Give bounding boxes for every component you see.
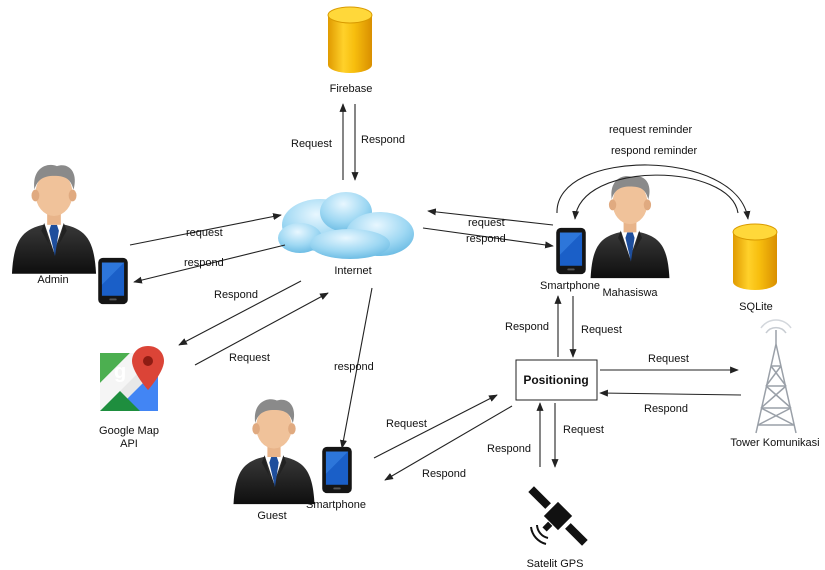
connection-arrows <box>129 103 751 481</box>
edge-label-guest-respond: respond <box>334 361 374 373</box>
edge-label-guest-pos-request: Request <box>386 418 427 430</box>
edge-label-gps-respond: Respond <box>487 443 531 455</box>
satelit-gps-label: Satelit GPS <box>527 558 584 570</box>
mahasiswa-label: Mahasiswa <box>602 287 658 299</box>
edge-label-pos-request: Request <box>581 324 622 336</box>
firebase-label: Firebase <box>330 83 373 95</box>
edge-label-gmap-request: Request <box>229 352 270 364</box>
positioning-label: Positioning <box>523 373 588 387</box>
edge-label-pos-respond: Respond <box>505 321 549 333</box>
admin-person-icon <box>11 164 97 274</box>
edge-label-tower-respond: Respond <box>644 403 688 415</box>
satelit-gps-icon <box>528 486 588 546</box>
sqlite-database-icon <box>732 223 778 291</box>
edge-label-tower-request: Request <box>648 353 689 365</box>
mahasiswa-smartphone-label: Smartphone <box>540 280 600 292</box>
edge-label-admin-request: request <box>186 227 223 239</box>
edge-label-firebase-respond: Respond <box>361 134 405 146</box>
edge-label-mhs-request: request <box>468 217 505 229</box>
edge-label-gmap-respond: Respond <box>214 289 258 301</box>
edge-label-guest-pos-respond: Respond <box>422 468 466 480</box>
guest-smartphone-icon <box>322 446 352 494</box>
admin-label: Admin <box>37 274 68 286</box>
google-map-label-1: Google Map <box>99 425 159 437</box>
guest-smartphone-label: Smartphone <box>306 499 366 511</box>
edge-label-mhs-respond: respond <box>466 233 506 245</box>
tower-komunikasi-icon <box>755 319 797 434</box>
mahasiswa-smartphone-icon <box>556 227 586 275</box>
google-map-label-2: API <box>120 438 138 450</box>
edge-label-respond-reminder: respond reminder <box>611 145 698 157</box>
google-map-icon: g <box>100 346 164 411</box>
internet-cloud-icon <box>278 192 414 259</box>
sqlite-label: SQLite <box>739 301 773 313</box>
edge-label-admin-respond: respond <box>184 257 224 269</box>
positioning-box <box>515 359 598 401</box>
guest-label: Guest <box>257 510 286 522</box>
admin-smartphone-icon <box>98 257 128 305</box>
firebase-database-icon <box>327 6 373 74</box>
edge-label-gps-request: Request <box>563 424 604 436</box>
mahasiswa-person-icon <box>590 176 670 279</box>
edge-label-firebase-request: Request <box>291 138 332 150</box>
internet-label: Internet <box>334 265 371 277</box>
tower-label: Tower Komunikasi <box>730 437 819 449</box>
svg-text:g: g <box>114 361 126 383</box>
edge-label-request-reminder: request reminder <box>609 124 692 136</box>
guest-person-icon <box>233 399 315 505</box>
